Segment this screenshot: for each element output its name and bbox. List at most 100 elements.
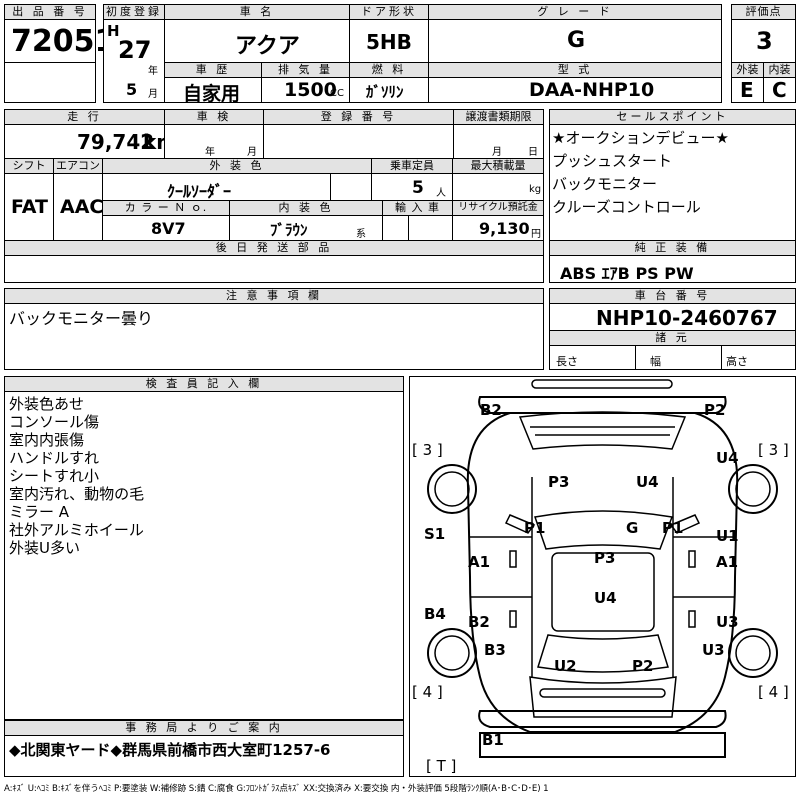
model-cell: DAA-NHP10 [428,77,722,103]
notes-label: 注 意 事 項 欄 [4,288,544,304]
mark-p2-top: P2 [704,401,726,419]
accessories-label: 後 日 発 送 部 品 [4,240,544,256]
color-no-label: カ ラ ー Ｎ ｏ. [102,200,230,216]
inspector-line: ハンドルすれ [9,449,100,467]
wheel-icon [735,471,771,507]
car-name-cell: アクア [164,19,350,63]
ext-color: ｸｰﾙｿｰﾀﾞｰ [167,182,232,201]
height-label: 高さ [726,355,748,368]
chassis-cell: NHP10-2460767 [549,303,796,331]
office-label: 事 務 局 よ り ご 案 内 [4,720,404,736]
load-unit: kg [529,184,542,195]
length-label: 長さ [556,355,578,368]
int-color-suffix: 系 [356,229,366,240]
fuel-label: 燃 料 [349,62,429,78]
door-cell: 5HB [349,19,429,63]
door-handle [509,610,517,628]
mark-p2-bottom: P2 [632,657,654,675]
car-name-label: 車 名 [164,4,350,20]
lot-no-subcell [4,62,96,103]
year-unit: 年 [148,66,158,77]
model-label: 型 式 [428,62,722,78]
history: 自家用 [183,83,241,105]
score-label: 評価点 [731,4,796,20]
inspection-label: 車 検 [164,109,264,125]
wheel-icon [735,635,771,671]
mark-p3-mid: P3 [594,549,616,567]
office-cell: ◆北関東ヤード◆群馬県前橋市西大室町1257-6 [4,735,404,777]
sales-point: ★オークションデビュー★ [552,129,729,147]
wheel-icon [434,471,470,507]
inspector-cell: 外装色あせ コンソール傷 室内内張傷 ハンドルすれ シートすれ小 室内汚れ、動物… [4,391,404,720]
equipment: ABS ｴｱB PS PW [560,264,694,283]
recycle-label: リサイクル預託金 [452,200,544,216]
mark-bracket-3-left: [ 3 ] [412,441,443,459]
door-handle [688,550,696,568]
rear-panel [479,732,726,758]
ext-color-extra-cell [330,173,372,201]
mark-b2-top: B2 [480,401,502,419]
wheel-icon [427,628,477,678]
int-color-label: 内 装 色 [229,200,383,216]
ac: AAC [60,196,104,218]
transfer-day-unit: 日 [528,147,538,158]
mark-p3-top: P3 [548,473,570,491]
grade-label: グ レ ー ド [428,4,722,20]
mark-b2-mid: B2 [468,613,490,631]
mark-g: G [626,519,639,537]
car-outline-svg [427,379,778,758]
accessories-cell [4,255,544,283]
inspector-line: ミラー A [9,503,70,521]
recycle: 9,130 [479,219,530,238]
wheel-icon [427,464,477,514]
ext-color-label: 外 装 色 [102,158,372,174]
fuel-cell: ｶﾞｿﾘﾝ [349,77,429,103]
first-reg-label: 初度登録 [103,4,165,20]
ac-cell: AAC [53,173,103,241]
int-color: ﾌﾞﾗｳﾝ [270,221,308,239]
roof [551,552,655,632]
rear-window [537,634,669,673]
windshield [534,510,674,550]
mark-u4-top: U4 [636,473,659,491]
mark-b3: B3 [484,641,506,659]
wheel-icon [728,628,778,678]
door: 5HB [366,30,412,54]
mark-b1: B1 [482,731,504,749]
sales-point: プッシュスタート [552,152,673,170]
mark-bracket-3-right: [ 3 ] [758,441,789,459]
int-grade-label: 内装 [763,62,796,78]
grade: G [567,28,586,53]
wheel-icon [434,635,470,671]
height-cell: 高さ [721,345,796,370]
mark-u4-right: U4 [716,449,739,467]
front-bumper [478,396,727,414]
inspector-line: 室内汚れ、動物の毛 [9,485,145,503]
mark-a1-right: A1 [716,553,739,571]
mark-u2: U2 [554,657,577,675]
door-handle [688,610,696,628]
score-cell: 3 [731,19,796,63]
transfer-month-unit: 月 [492,147,502,158]
capacity-unit: 人 [436,188,446,199]
inspector-label: 検 査 員 記 入 欄 [4,376,404,392]
history-label: 車 歴 [164,62,262,78]
ext-grade-label: 外装 [731,62,764,78]
recycle-unit: 円 [531,229,541,240]
plate-label: 登 録 番 号 [263,109,454,125]
capacity-cell: 5 人 [371,173,453,201]
first-reg-cell: H 27 年 5 月 [103,19,165,103]
fuel: ｶﾞｿﾘﾝ [366,83,404,101]
width-label: 幅 [650,355,661,368]
color-no: 8V7 [151,219,186,238]
transfer-label: 譲渡書類期限 [453,109,544,125]
mileage: 79,742 [77,130,155,154]
mark-u3-bottom: U3 [702,641,725,659]
sales-point: バックモニター [552,175,658,193]
ext-color-cell: ｸｰﾙｿｰﾀﾞｰ [102,173,372,201]
model: DAA-NHP10 [529,79,655,101]
ac-label: エアコン [53,158,103,174]
right-mirror [669,514,701,534]
mark-s1: S1 [424,525,446,543]
inspector-line: 室内内張傷 [9,431,85,449]
